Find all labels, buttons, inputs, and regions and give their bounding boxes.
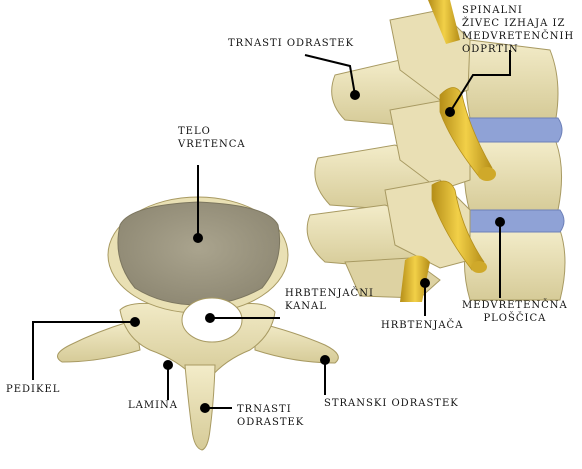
spinal-cord-bottom: [400, 255, 430, 302]
label-telo-line1: TELO: [178, 126, 211, 137]
label-spinalni-line4: ODPRTIN: [462, 44, 519, 55]
dot-medvretencna: [495, 217, 505, 227]
pointers: [32, 50, 511, 409]
label-hrbtenjaca: HRBTENJAČA: [381, 320, 464, 331]
label-medvretencna-line1: MEDVRETENČNA: [462, 300, 568, 311]
spinal-cord-top: [428, 0, 460, 44]
dot-hrbtenjaca: [420, 278, 430, 288]
dot-spinalni: [445, 107, 455, 117]
left-transverse-process: [57, 319, 141, 363]
pointer-trnasti-top: [304, 54, 356, 96]
dot-stranski: [320, 355, 330, 365]
label-trnasti-odrastek-bottom: TRNASTI ODRASTEK: [237, 403, 304, 429]
spinal-nerve-2: [431, 180, 485, 271]
label-telo-vretenca: TELO VRETENCA: [178, 125, 246, 151]
label-stranski-odrastek: STRANSKI ODRASTEK: [324, 398, 459, 409]
label-medvretencna-ploscica: MEDVRETENČNA PLOŠČICA: [462, 299, 568, 325]
label-medvretencna-line2: PLOŠČICA: [483, 313, 547, 324]
dot-trnasti-top: [350, 90, 360, 100]
label-spinalni-line2: ŽIVEC IZHAJA IZ: [462, 18, 566, 29]
disc-1: [457, 117, 563, 143]
dot-hrbtenjacni: [205, 313, 215, 323]
label-trnasti-bottom-line2: ODRASTEK: [237, 417, 305, 428]
dot-trnasti-bottom: [200, 403, 210, 413]
pointer-dots: [130, 90, 505, 413]
side-view-spine: [306, 0, 566, 302]
label-spinalni-zivec: SPINALNI ŽIVEC IZHAJA IZ MEDVRETENČNIH O…: [462, 4, 574, 56]
dot-pedikel: [130, 317, 140, 327]
label-hrbtenjacni-line1: HRBTENJAČNI: [285, 288, 374, 299]
label-hrbtenjacni-kanal: HRBTENJAČNI KANAL: [285, 287, 374, 313]
spinal-nerve-1-end: [478, 167, 496, 181]
dot-lamina: [163, 360, 173, 370]
spinous-process-bottom: [184, 364, 216, 451]
label-trnasti-odrastek-top: TRNASTI ODRASTEK: [228, 38, 355, 49]
label-lamina: LAMINA: [128, 400, 179, 411]
right-transverse-process: [254, 321, 339, 364]
label-pedikel: PEDIKEL: [6, 384, 61, 395]
label-spinalni-line3: MEDVRETENČNIH: [462, 31, 575, 42]
pointer-spinalni: [449, 50, 511, 113]
label-telo-line2: VRETENCA: [178, 139, 246, 150]
dot-telo: [193, 233, 203, 243]
label-spinalni-line1: SPINALNI: [462, 5, 523, 16]
disc-2: [459, 209, 565, 233]
spinal-nerve-2-end: [471, 261, 487, 273]
pointer-pedikel: [32, 321, 135, 380]
label-hrbtenjacni-line2: KANAL: [285, 301, 327, 312]
label-trnasti-bottom-line1: TRNASTI: [237, 404, 292, 415]
